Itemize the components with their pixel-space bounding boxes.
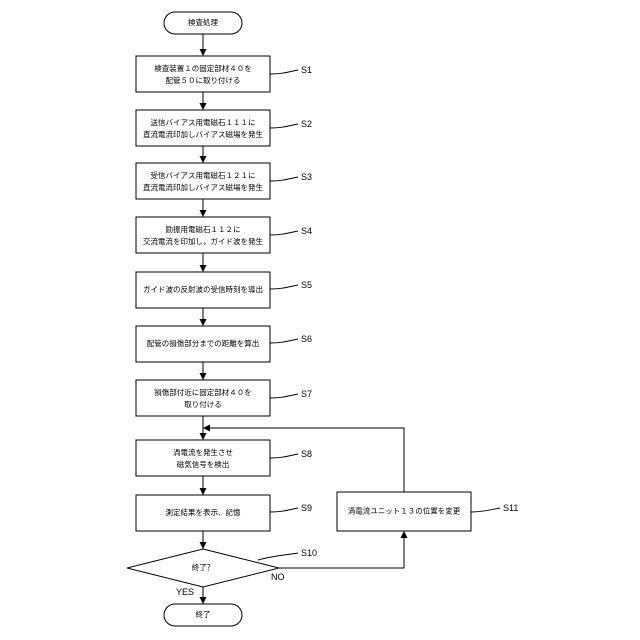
step-s2-id: S2 [301, 119, 312, 129]
step-s9-line-1: 測定結果を表示、記憶 [166, 507, 241, 517]
no-label: NO [271, 572, 285, 582]
step-s3-line-1: 受信バイアス用電磁石１２１に [151, 170, 256, 180]
step-s1-id: S1 [301, 65, 312, 75]
step-s2-line-2: 直流電流印加しバイアス磁場を発生 [143, 129, 263, 139]
step-s8: 渦電流を発生させ 磁気信号を検出 S8 [136, 440, 312, 476]
step-s2: 送信バイアス用電磁石１１１に 直流電流印加しバイアス磁場を発生 S2 [136, 110, 312, 146]
step-s8-line-2: 磁気信号を検出 [177, 459, 230, 469]
start-label: 検査処理 [188, 17, 218, 27]
step-s5: ガイド波の反射波の受信時刻を導出 S5 [136, 272, 312, 308]
step-s3: 受信バイアス用電磁石１２１に 直流電流印加しバイアス磁場を発生 S3 [136, 163, 312, 199]
step-s2-line-1: 送信バイアス用電磁石１１１に [151, 117, 256, 127]
step-s3-line-2: 直流電流印加しバイアス磁場を発生 [143, 182, 263, 192]
decision-label: 終了？ [192, 562, 215, 572]
step-s11: 渦電流ユニット１３の位置を変更 S11 [337, 492, 518, 531]
step-s1: 検査装置１の固定部材４０を 配管５０に取り付ける S1 [136, 56, 312, 92]
step-s3-id: S3 [301, 172, 312, 182]
step-s4-id: S4 [301, 226, 312, 236]
step-s6-line-1: 配管の損傷部分までの距離を算出 [147, 338, 260, 348]
step-s6-id: S6 [301, 334, 312, 344]
start-terminal: 検査処理 [164, 12, 242, 34]
yes-label: YES [176, 587, 194, 597]
step-s4: 励振用電磁石１１２に 交流電流を印加し，ガイド波を発生 S4 [136, 217, 312, 253]
step-s11-line-1: 渦電流ユニット１３の位置を変更 [348, 506, 461, 516]
step-s8-line-1: 渦電流を発生させ [173, 447, 233, 457]
step-s5-id: S5 [301, 280, 312, 290]
step-s9: 測定結果を表示、記憶 S9 [136, 495, 312, 531]
step-s1-line-1: 検査装置１の固定部材４０を [154, 63, 252, 73]
step-s9-id: S9 [301, 503, 312, 513]
step-s1-line-2: 配管５０に取り付ける [166, 75, 241, 85]
step-s4-line-2: 交流電流を印加し，ガイド波を発生 [143, 236, 263, 246]
step-s7: 損傷部付近に固定部材４０を 取り付ける S7 [136, 380, 312, 416]
end-terminal: 終了 [164, 604, 242, 626]
decision-id: S10 [301, 548, 317, 558]
end-label: 終了 [196, 609, 211, 619]
step-s5-line-1: ガイド波の反射波の受信時刻を導出 [143, 284, 263, 294]
step-s11-id: S11 [503, 503, 518, 513]
step-s4-line-1: 励振用電磁石１１２に [166, 224, 241, 234]
step-s7-id: S7 [301, 389, 312, 399]
step-s6: 配管の損傷部分までの距離を算出 S6 [136, 326, 312, 362]
step-s7-line-2: 取り付ける [184, 399, 222, 409]
step-s7-line-1: 損傷部付近に固定部材４０を [154, 387, 252, 397]
no-branch-connector [279, 531, 404, 568]
step-s8-id: S8 [301, 449, 312, 459]
